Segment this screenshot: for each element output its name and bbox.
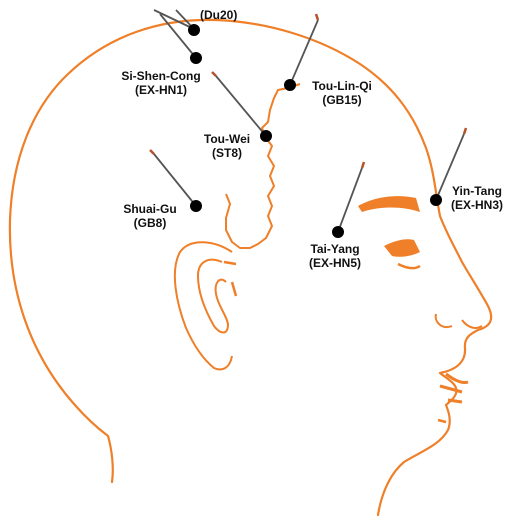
label-ex-hn5-name: Tai-Yang bbox=[294, 242, 376, 256]
eye bbox=[384, 239, 420, 257]
label-ex-hn3-name: Yin-Tang bbox=[442, 184, 512, 198]
label-ex-hn3: Yin-Tang (EX-HN3) bbox=[442, 184, 512, 212]
label-ex-hn5: Tai-Yang (EX-HN5) bbox=[294, 242, 376, 270]
ear-inner bbox=[198, 260, 228, 333]
hairline bbox=[226, 84, 300, 248]
point-gb8 bbox=[190, 200, 202, 212]
point-ex-hn3 bbox=[430, 194, 442, 206]
needle-gb15 bbox=[290, 20, 318, 85]
nostril bbox=[462, 320, 482, 328]
label-gb8-name: Shuai-Gu bbox=[110, 202, 190, 216]
point-ex-hn5 bbox=[332, 226, 344, 238]
eye-lower bbox=[398, 264, 420, 268]
needles bbox=[150, 10, 466, 232]
point-ex-hn1 bbox=[190, 52, 202, 64]
label-gb8-code: (GB8) bbox=[110, 216, 190, 230]
needle-st8 bbox=[216, 76, 266, 136]
label-du20: (Du20) bbox=[200, 8, 237, 22]
point-st8 bbox=[260, 130, 272, 142]
label-ex-hn5-code: (EX-HN5) bbox=[294, 256, 376, 270]
needle-gb8 bbox=[154, 154, 196, 206]
point-du20 bbox=[188, 24, 200, 36]
label-st8-name: Tou-Wei bbox=[194, 132, 260, 146]
label-gb15-code: (GB15) bbox=[296, 93, 388, 107]
label-ex-hn1: Si-Shen-Cong (EX-HN1) bbox=[100, 69, 222, 97]
label-ex-hn1-name: Si-Shen-Cong bbox=[100, 69, 222, 83]
label-ex-hn3-code: (EX-HN3) bbox=[442, 198, 512, 212]
label-ex-hn1-code: (EX-HN1) bbox=[100, 83, 222, 97]
point-gb15 bbox=[284, 79, 296, 91]
label-gb8: Shuai-Gu (GB8) bbox=[110, 202, 190, 230]
label-gb15-name: Tou-Lin-Qi bbox=[296, 79, 388, 93]
nose-outline bbox=[436, 314, 452, 327]
lower-lip bbox=[448, 400, 462, 402]
needle-ex-hn5 bbox=[338, 168, 362, 232]
eyebrow bbox=[358, 196, 420, 212]
chin-mark bbox=[438, 420, 446, 422]
ear-detail bbox=[224, 262, 236, 296]
label-st8-code: (ST8) bbox=[194, 146, 260, 160]
label-st8: Tou-Wei (ST8) bbox=[194, 132, 260, 160]
label-gb15: Tou-Lin-Qi (GB15) bbox=[296, 79, 388, 107]
label-du20-code: (Du20) bbox=[200, 8, 237, 22]
needle-du20 bbox=[154, 10, 194, 29]
